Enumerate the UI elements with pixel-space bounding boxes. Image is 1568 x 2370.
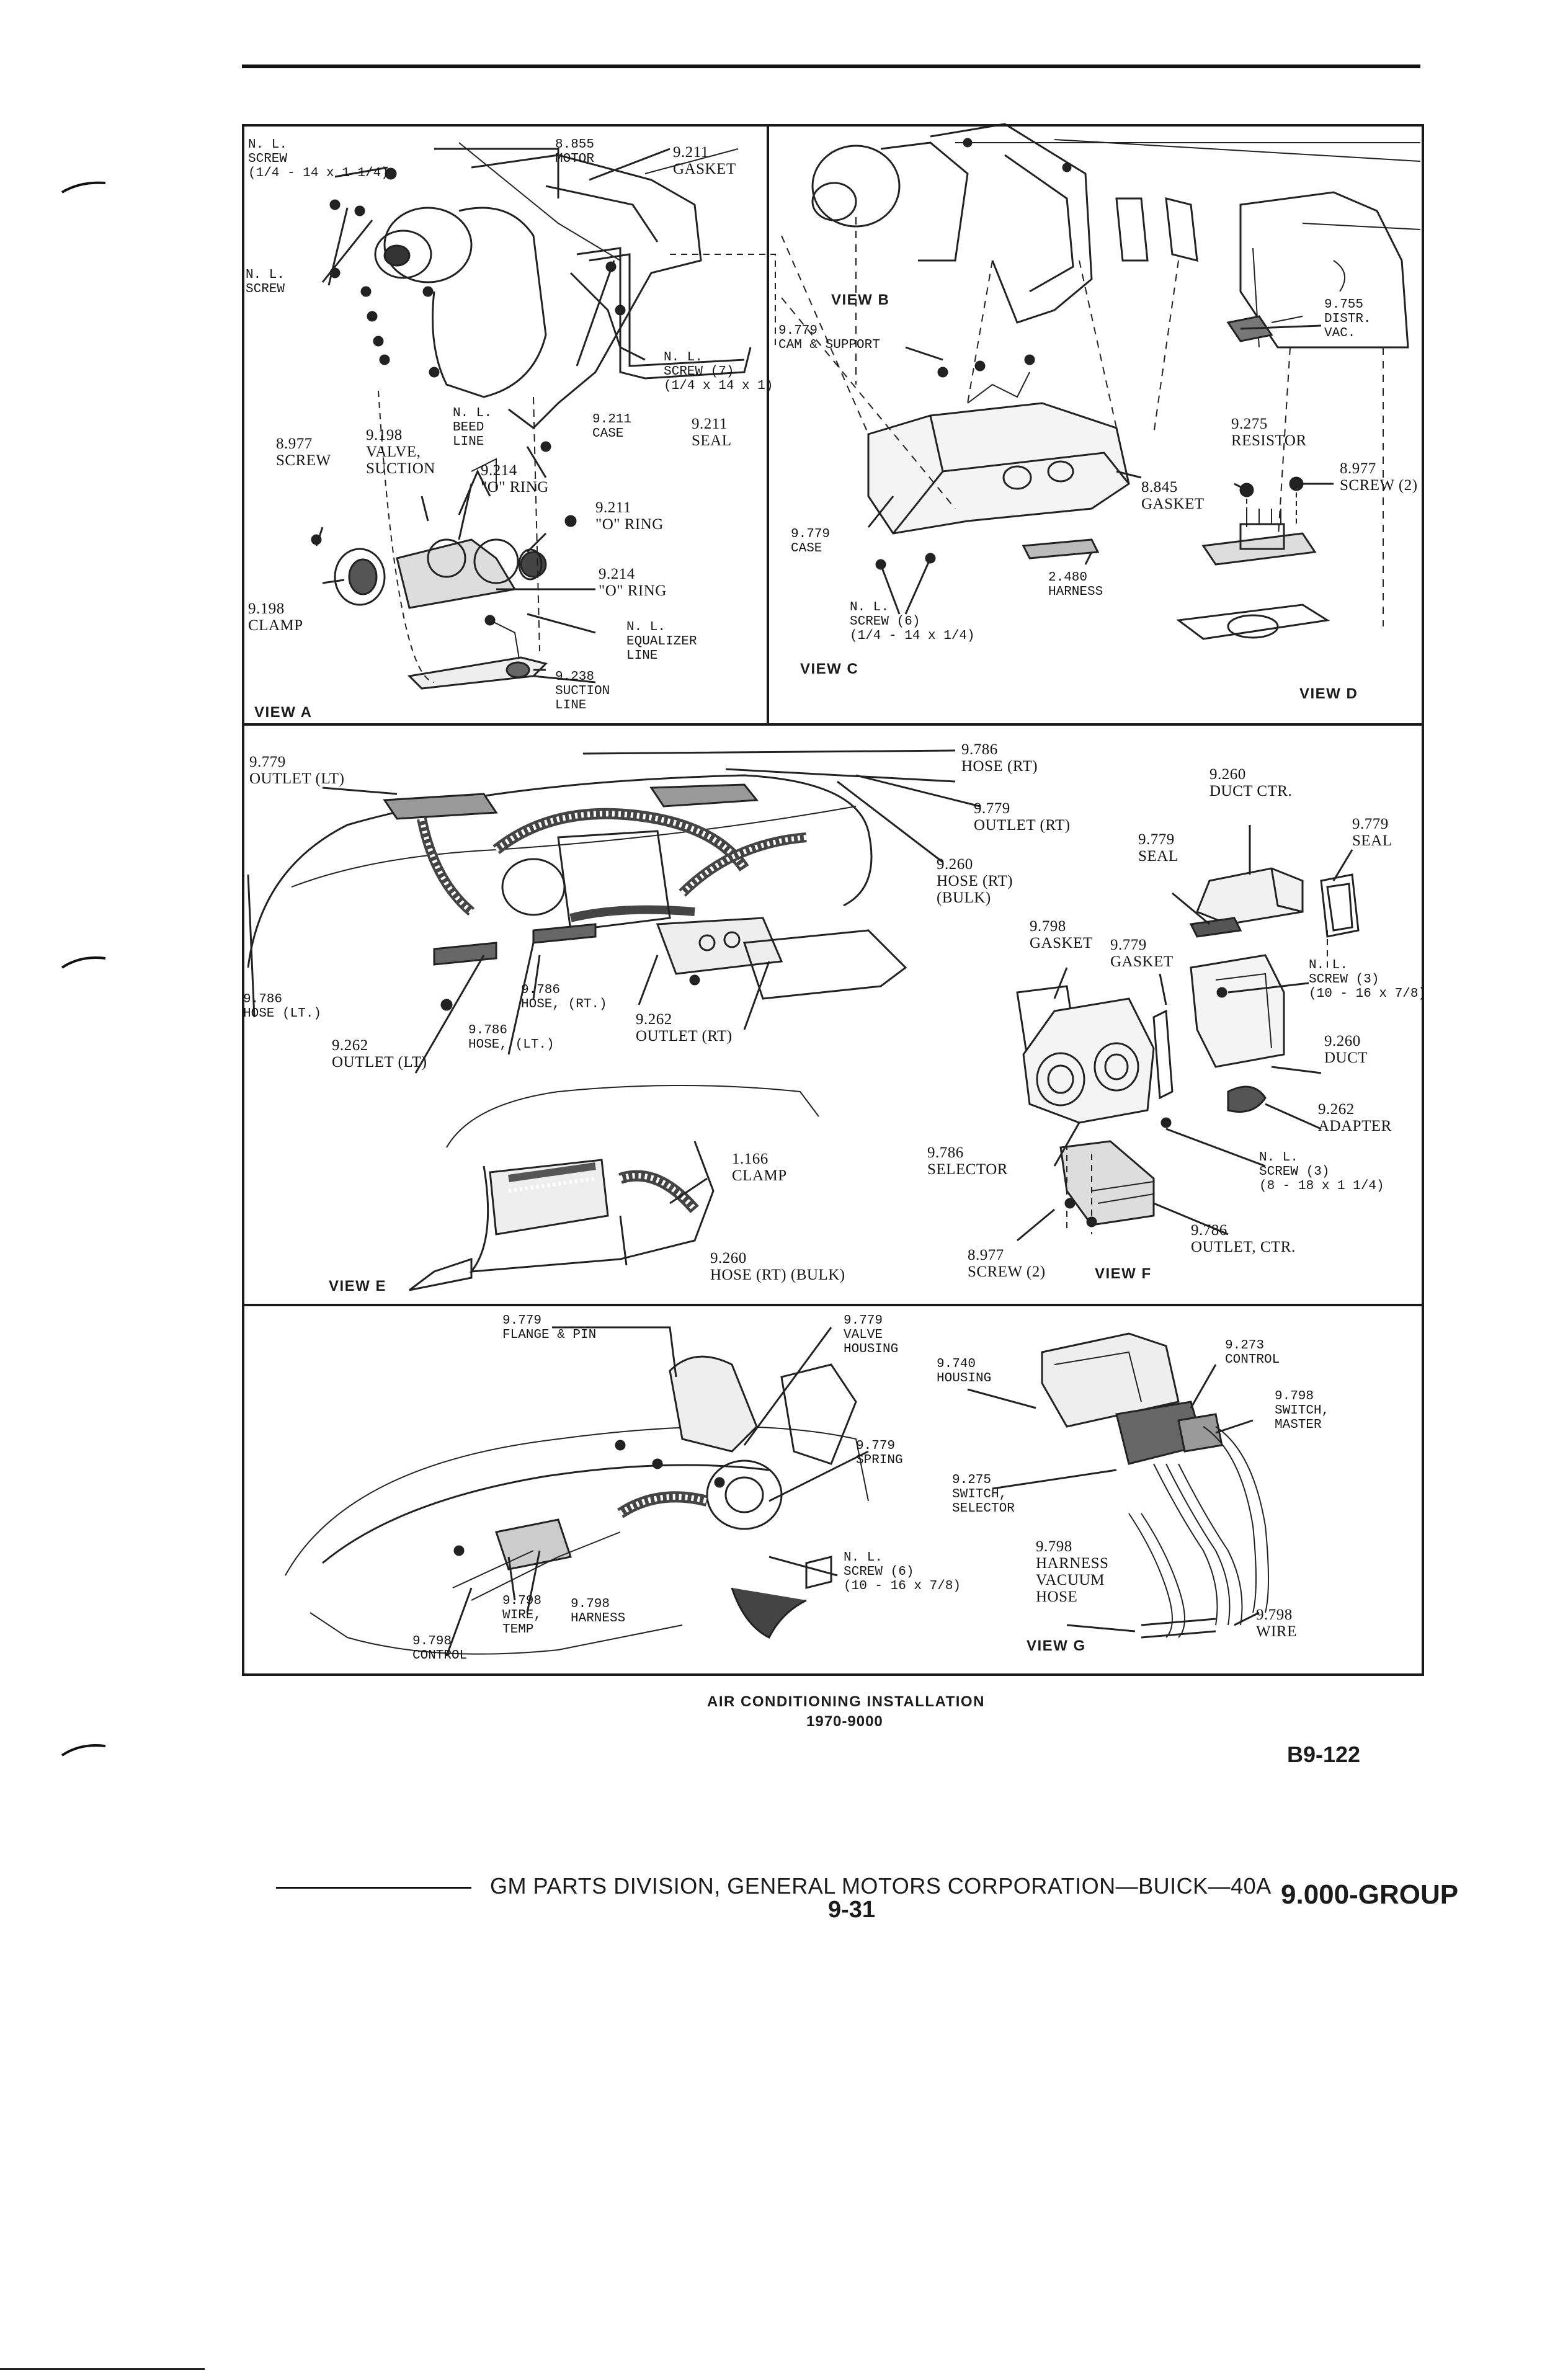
view-d-title: VIEW D: [1299, 685, 1358, 702]
label-a-o-ring-1: 9.214 "O" RING: [481, 462, 549, 496]
label-e-outlet-lt-2: 9.262 OUTLET (LT): [332, 1037, 427, 1071]
view-g-title: VIEW G: [1027, 1637, 1086, 1654]
label-c-case: 9.779 CASE: [791, 527, 831, 556]
view-f-title: VIEW F: [1095, 1265, 1152, 1282]
label-a-nl-screw-left: N. L. SCREW: [246, 268, 285, 296]
label-g-nl-screw-6: N. L. SCREW (6) (10 - 16 x 7/8): [844, 1551, 961, 1593]
label-f-adapter: 9.262 ADAPTER: [1318, 1101, 1392, 1134]
label-g-spring: 9.779 SPRING: [856, 1439, 903, 1468]
label-g-flange-pin: 9.779 FLANGE & PIN: [502, 1314, 597, 1342]
view-f-drawing: [1016, 825, 1360, 1242]
label-a-nl-screw-7: N. L. SCREW (7) (1/4 x 14 x 1): [664, 350, 773, 393]
label-a-o-ring-3: 9.214 "O" RING: [599, 566, 667, 599]
label-f-nl-screw-3b: N. L. SCREW (3) (8 - 18 x 1 1/4): [1259, 1151, 1384, 1193]
label-a-case: 9.211 CASE: [592, 412, 632, 441]
label-g-harness-vacuum-hose: 9.798 HARNESS VACUUM HOSE: [1036, 1538, 1109, 1605]
footer-page-number: 9-31: [828, 1897, 876, 1923]
footer-group: 9.000-GROUP: [1281, 1879, 1459, 1910]
label-e-hose-rt-bulk: 9.260 HOSE (RT) (BULK): [937, 856, 1013, 906]
label-f-outlet-ctr: 9.786 OUTLET, CTR.: [1191, 1222, 1296, 1255]
view-b-title: VIEW B: [831, 292, 890, 308]
label-f-gasket-9779: 9.779 GASKET: [1110, 937, 1174, 970]
label-e-hose-rt: 9.786 HOSE (RT): [961, 741, 1038, 775]
view-bcd-drawing: [781, 123, 1421, 640]
label-e-hose-lt: 9.786 HOSE (LT.): [243, 992, 322, 1021]
panel-view-g: [242, 1304, 1424, 1676]
label-a-clamp: 9.198 CLAMP: [248, 600, 303, 634]
binding-hole-mark: [61, 1744, 106, 1757]
footer-rule: [276, 1887, 471, 1889]
label-a-nl-screw-top: N. L. SCREW (1/4 - 14 x 1 1/4): [248, 138, 389, 180]
label-g-wire-temp: 9.798 WIRE, TEMP: [502, 1594, 542, 1637]
label-g-control-9273: 9.273 CONTROL: [1225, 1339, 1280, 1367]
label-d-resistor: 9.275 RESISTOR: [1231, 416, 1307, 449]
label-c-harness: 2.480 HARNESS: [1048, 571, 1103, 599]
figure-reference: B9-122: [1287, 1742, 1361, 1767]
label-g-switch-selector: 9.275 SWITCH, SELECTOR: [952, 1473, 1015, 1516]
label-c-nl-screw-6: N. L. SCREW (6) (1/4 - 14 x 1/4): [850, 600, 975, 643]
label-a-8977-screw: 8.977 SCREW: [276, 435, 331, 469]
label-a-suction-line: 9.238 SUCTION LINE: [555, 670, 610, 713]
label-d-screw-2: 8.977 SCREW (2): [1340, 460, 1418, 494]
label-g-control: 9.798 CONTROL: [412, 1634, 468, 1663]
panel-views-e-f: [242, 723, 1424, 1306]
label-a-gasket: 9.211 GASKET: [673, 144, 736, 177]
footer-publisher: GM PARTS DIVISION, GENERAL MOTORS CORPOR…: [490, 1873, 1272, 1899]
label-e-outlet-rt: 9.779 OUTLET (RT): [974, 800, 1071, 834]
label-e-clamp: 1.166 CLAMP: [732, 1151, 787, 1184]
label-f-selector: 9.786 SELECTOR: [927, 1144, 1008, 1178]
label-f-screw-2: 8.977 SCREW (2): [968, 1247, 1046, 1280]
label-g-valve-housing: 9.779 VALVE HOUSING: [844, 1314, 899, 1357]
label-e-hose-rt-2: 9.786 HOSE, (RT.): [521, 983, 607, 1012]
label-e-outlet-rt-2: 9.262 OUTLET (RT): [636, 1011, 733, 1045]
label-b-distr-vac: 9.755 DISTR. VAC.: [1324, 298, 1371, 341]
view-g-drawing: [285, 1326, 1269, 1657]
label-a-motor: 8.855 MOTOR: [555, 138, 595, 166]
label-f-duct-ctr: 9.260 DUCT CTR.: [1209, 766, 1293, 800]
label-g-switch-master: 9.798 SWITCH, MASTER: [1275, 1389, 1330, 1432]
label-g-harness: 9.798 HARNESS: [571, 1597, 626, 1626]
view-e-title: VIEW E: [329, 1278, 387, 1294]
binding-hole-mark: [61, 181, 106, 194]
label-a-seal: 9.211 SEAL: [692, 416, 732, 449]
label-c-gasket: 8.845 GASKET: [1141, 479, 1205, 512]
view-a-drawing: [311, 142, 776, 690]
binding-hole-mark: [61, 956, 106, 969]
label-f-gasket-9798: 9.798 GASKET: [1030, 918, 1093, 951]
label-a-beed-line: N. L. BEED LINE: [453, 406, 492, 449]
label-f-seal-right: 9.779 SEAL: [1352, 816, 1392, 849]
label-g-housing: 9.740 HOUSING: [937, 1357, 992, 1386]
view-a-title: VIEW A: [254, 704, 313, 721]
label-f-nl-screw-3a: N. L. SCREW (3) (10 - 16 x 7/8): [1309, 958, 1427, 1001]
label-e-hose-bulk-2: 9.260 HOSE (RT) (BULK): [710, 1250, 845, 1283]
page-artwork: [61, 123, 1421, 1757]
top-rule: [242, 65, 1420, 68]
label-f-seal-left: 9.779 SEAL: [1138, 831, 1178, 865]
label-f-duct: 9.260 DUCT: [1324, 1033, 1368, 1066]
label-e-hose-lt-2: 9.786 HOSE, (LT.): [468, 1023, 555, 1052]
label-a-o-ring-2: 9.211 "O" RING: [595, 499, 664, 533]
label-g-wire: 9.798 WIRE: [1256, 1606, 1297, 1640]
label-a-suction-valve: 9.198 VALVE, SUCTION: [366, 427, 435, 477]
view-c-title: VIEW C: [800, 661, 859, 677]
label-a-equalizer-line: N. L. EQUALIZER LINE: [626, 620, 697, 663]
figure-caption-title: AIR CONDITIONING INSTALLATION: [707, 1693, 985, 1710]
figure-caption-subtitle: 1970-9000: [806, 1713, 883, 1730]
view-e-drawing: [247, 749, 981, 1291]
label-c-cam-support: 9.779 CAM & SUPPORT: [778, 324, 880, 352]
label-e-outlet-lt: 9.779 OUTLET (LT): [249, 754, 345, 787]
